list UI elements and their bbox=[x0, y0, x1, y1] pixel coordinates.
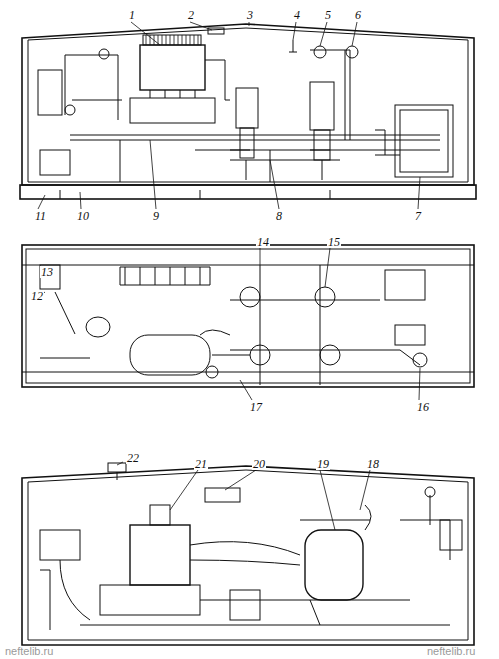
callout-number: 7 bbox=[414, 210, 422, 222]
callout-number: 16 bbox=[416, 401, 430, 413]
callout-number: 9 bbox=[152, 210, 160, 222]
watermark: neftelib.ru bbox=[4, 645, 54, 657]
callout-number: 2 bbox=[187, 9, 195, 21]
callout-number: 15 bbox=[327, 236, 341, 248]
leader-lines bbox=[38, 22, 420, 530]
callout-number: 22 bbox=[126, 452, 140, 464]
callout-number: 14 bbox=[256, 236, 270, 248]
callout-number: 5 bbox=[324, 9, 332, 21]
callout-number: 21 bbox=[194, 458, 208, 470]
callout-number: 1 bbox=[128, 9, 136, 21]
side-view bbox=[20, 24, 476, 199]
callout-number: 4 bbox=[293, 9, 301, 21]
callout-number: 13 bbox=[40, 266, 54, 278]
callout-number: 8 bbox=[275, 210, 283, 222]
callout-number: 12 bbox=[30, 290, 44, 302]
callout-number: 17 bbox=[249, 401, 263, 413]
watermark: neftelib.ru bbox=[426, 645, 476, 657]
callout-number: 3 bbox=[246, 9, 254, 21]
callout-number: 19 bbox=[316, 458, 330, 470]
callout-number: 10 bbox=[76, 210, 90, 222]
callout-number: 20 bbox=[252, 458, 266, 470]
plan-view bbox=[22, 245, 474, 387]
callout-number: 6 bbox=[354, 9, 362, 21]
end-view bbox=[22, 463, 474, 645]
callout-number: 11 bbox=[34, 210, 47, 222]
callout-number: 18 bbox=[366, 458, 380, 470]
